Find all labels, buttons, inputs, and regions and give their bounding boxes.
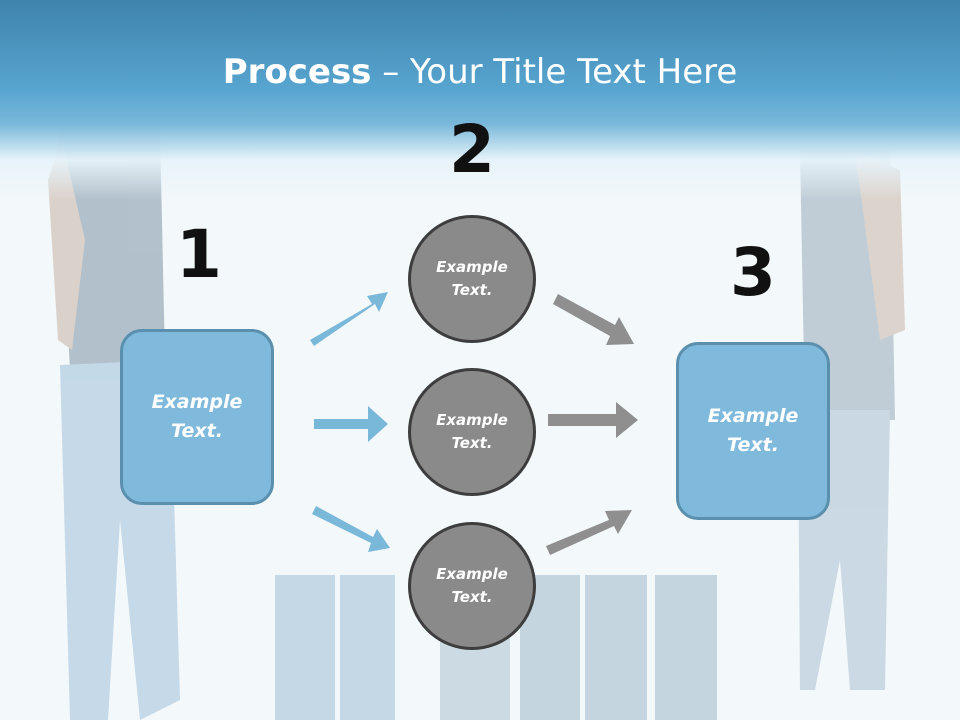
right-step-box: Example Text. [676, 342, 830, 520]
title-bold: Process [222, 52, 372, 92]
circle-step-top: Example Text. [408, 215, 536, 343]
circle-step-middle: Example Text. [408, 368, 536, 496]
right-box-line1: Example [707, 405, 799, 427]
left-box-line2: Text. [171, 420, 223, 442]
circle-middle-line2: Text. [451, 434, 493, 452]
slide-title: Process – Your Title Text Here [0, 52, 960, 92]
circle-bottom-line1: Example [436, 565, 508, 583]
circle-top-line2: Text. [451, 281, 493, 299]
step-number-3: 3 [730, 234, 776, 311]
title-rest: – Your Title Text Here [371, 52, 738, 92]
left-box-line1: Example [151, 391, 243, 413]
step-number-1: 1 [176, 216, 222, 293]
circle-bottom-line2: Text. [451, 588, 493, 606]
step-number-2: 2 [449, 111, 495, 188]
circle-middle-line1: Example [436, 411, 508, 429]
left-step-box: Example Text. [120, 329, 274, 505]
circle-step-bottom: Example Text. [408, 522, 536, 650]
title-banner [0, 0, 960, 200]
circle-top-line1: Example [436, 258, 508, 276]
right-box-line2: Text. [727, 434, 779, 456]
